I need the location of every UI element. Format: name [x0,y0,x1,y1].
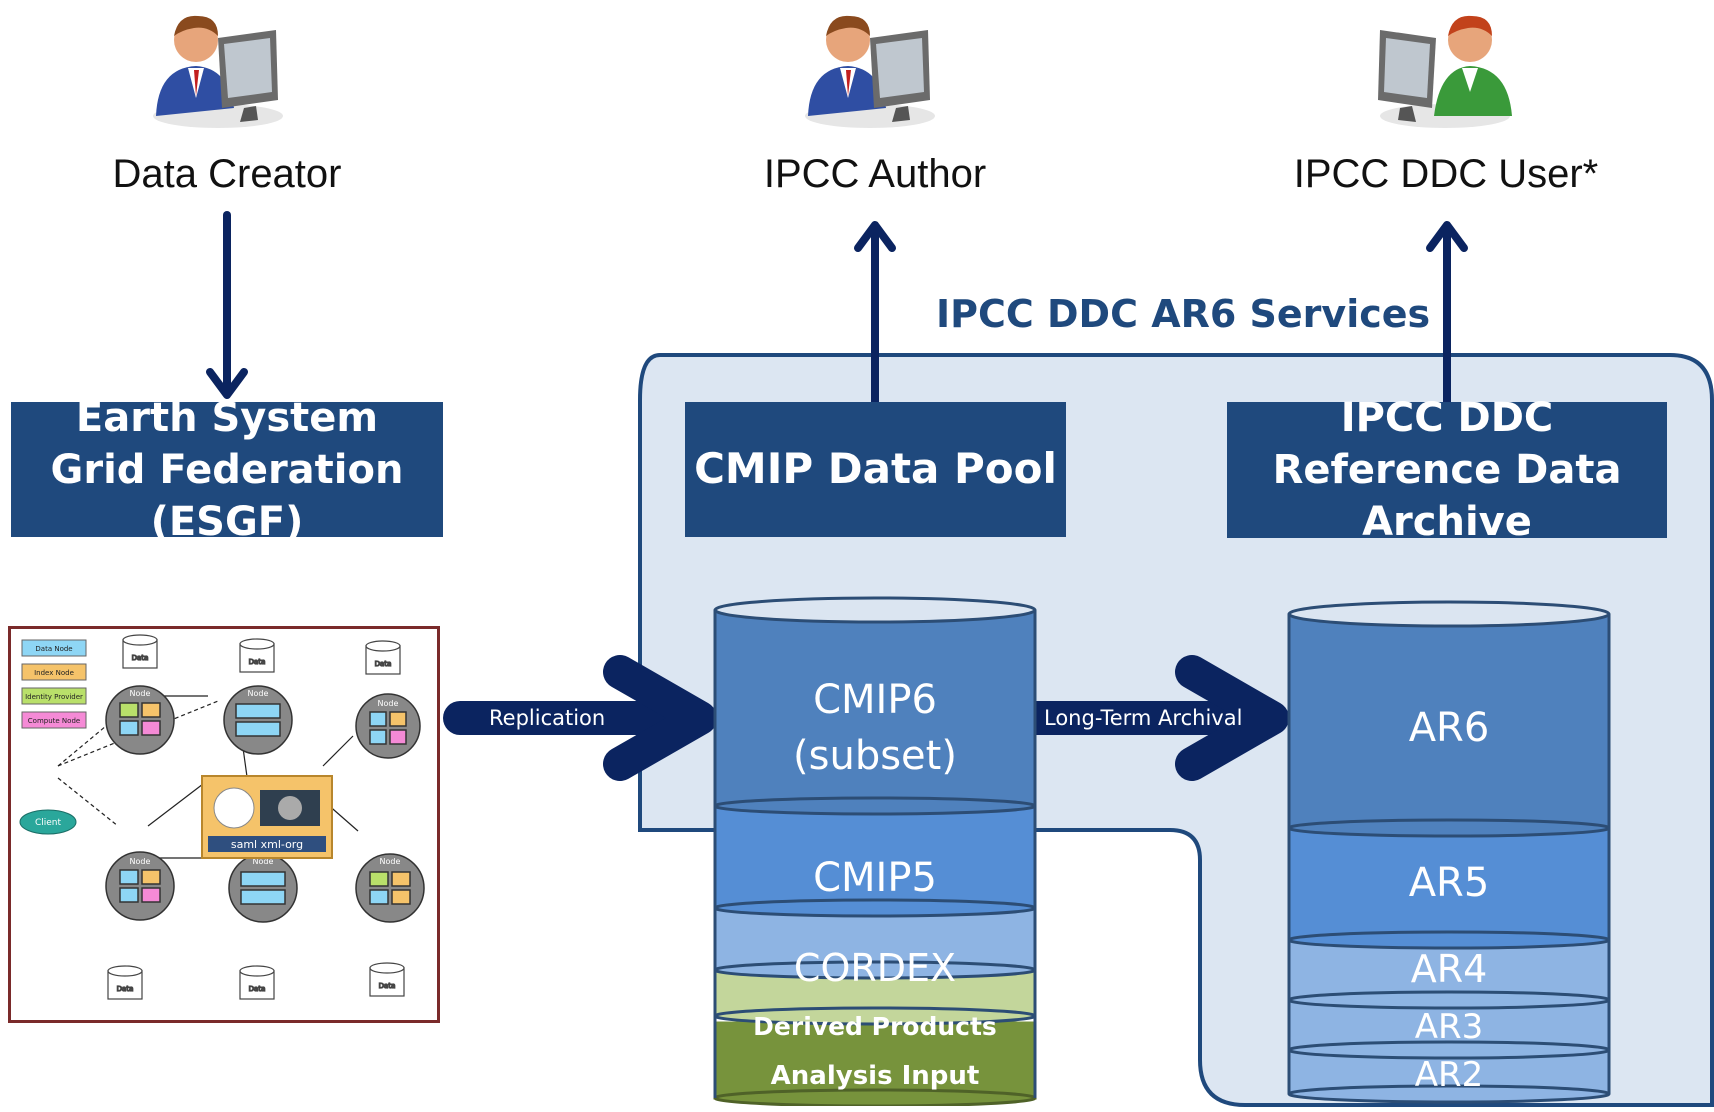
ar3-label: AR3 [1414,1007,1484,1047]
cordex-label: CORDEX [793,946,957,990]
ar5-label: AR5 [1408,860,1490,906]
cmip-cylinder [713,596,1037,1106]
reference-archive-box[interactable]: IPCC DDC Reference Data Archive [1227,395,1667,545]
node-label: Node [380,857,401,866]
data-creator-label: Data Creator [112,152,342,196]
data-label: Data [249,658,266,666]
analysis-input-label: Analysis Input [770,1061,980,1091]
node-label: Node [253,857,274,866]
cmip5-label: CMIP5 [813,855,937,901]
cmip-data-pool-box[interactable]: CMIP Data Pool [685,402,1066,537]
data-label: Data [132,654,149,662]
legend-compute-node: Compute Node [28,717,80,725]
logo-text: saml xml-org [231,838,303,851]
cmip6-label: CMIP6 (subset) [793,677,957,779]
data-label: Data [117,985,134,993]
derived-products-label: Derived Products [753,1012,997,1041]
esgf-network-diagram: Data Node Index Node Identity Provider C… [8,626,440,1023]
node-label: Node [248,689,269,698]
node-label: Node [378,699,399,708]
ipcc-author-icon [805,15,935,128]
ar6-label: AR6 [1408,705,1490,751]
ipcc-user-icon [1378,15,1512,128]
services-title: IPCC DDC AR6 Services [936,292,1431,336]
ar2-label: AR2 [1414,1055,1484,1095]
esgf-box[interactable]: Earth System Grid Federation (ESGF) [11,395,443,545]
legend-data-node: Data Node [35,645,72,653]
archival-label: Long-Term Archival [1044,706,1243,730]
data-creator-icon [153,15,283,128]
node-label: Node [130,857,151,866]
data-label: Data [249,985,266,993]
data-label: Data [375,660,392,668]
replication-label: Replication [489,706,606,730]
ipcc-author-label: IPCC Author [763,152,987,196]
legend-index-node: Index Node [34,669,74,677]
ar4-label: AR4 [1410,947,1488,991]
ar-cylinder [1287,600,1611,1104]
node-label: Node [130,689,151,698]
client-label: Client [35,818,62,828]
legend-identity-provider: Identity Provider [25,693,83,701]
data-label: Data [379,982,396,990]
ipcc-user-label: IPCC DDC User* [1293,152,1599,196]
